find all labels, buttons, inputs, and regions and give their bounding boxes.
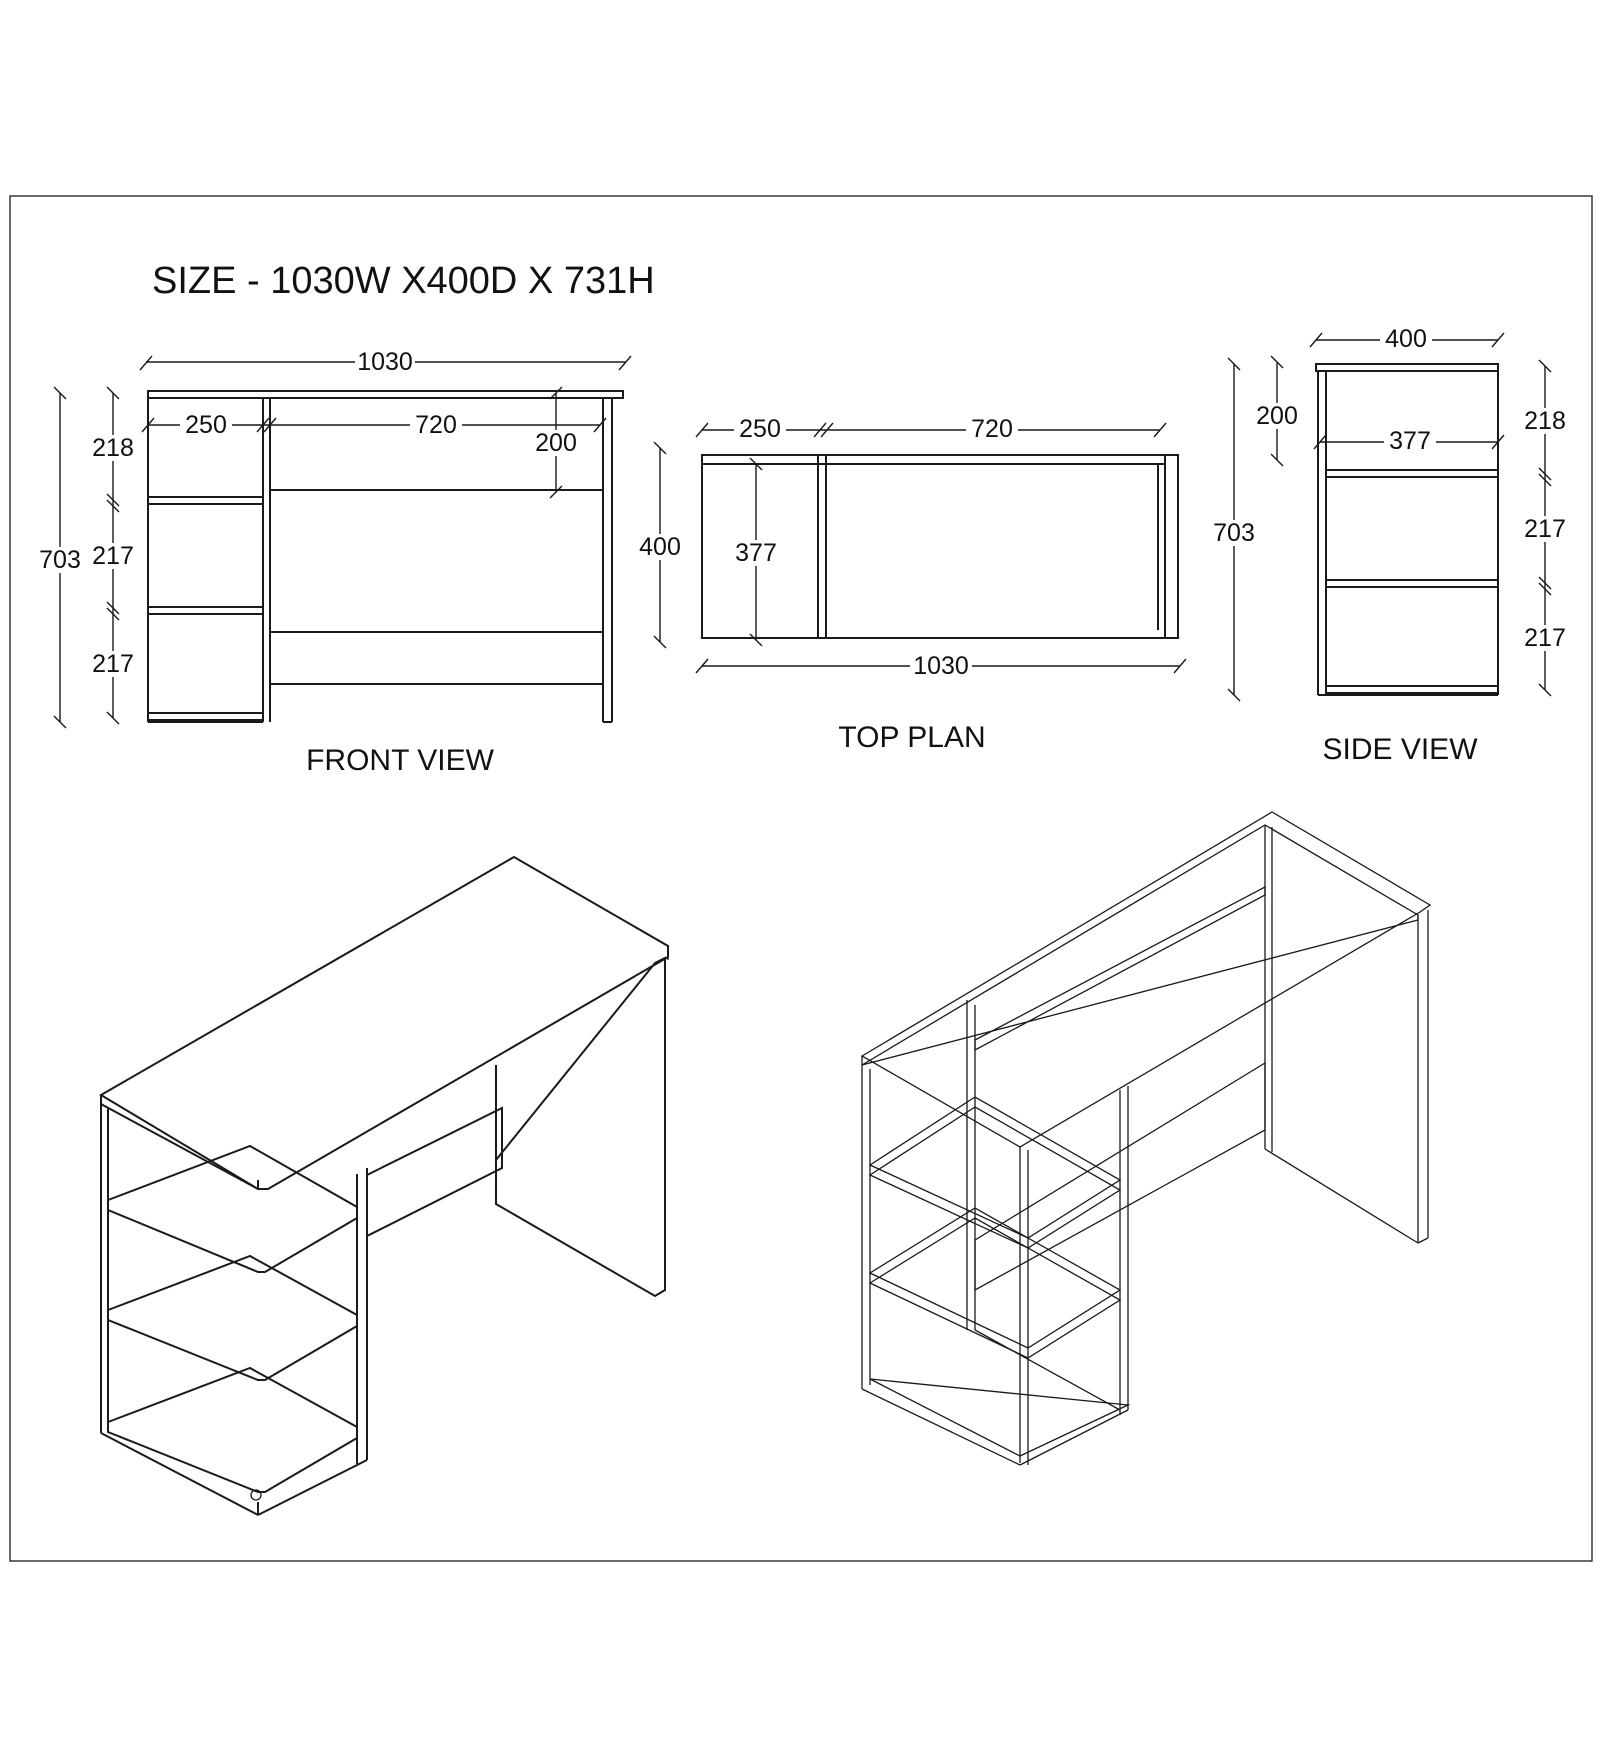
front-desktop — [147, 390, 624, 399]
side-shelf3-dim: 217 — [1524, 624, 1566, 652]
isometric-solid-view — [99, 855, 669, 1516]
top-plan-label: TOP PLAN — [838, 721, 985, 754]
side-depth-dim: 400 — [1385, 325, 1427, 353]
side-shelf2-dim: 217 — [1524, 515, 1566, 543]
top-inner-depth-dim: 377 — [735, 539, 777, 567]
front-height-dim: 703 — [39, 546, 81, 574]
isometric-wireframe-view — [860, 811, 1432, 1466]
iso-desktop — [99, 855, 669, 1190]
top-width-dim: 1030 — [913, 652, 969, 680]
top-plan: 250 720 400 377 1030 TOP PLAN — [634, 415, 1187, 754]
side-view: 400 200 377 703 218 217 217 SIDE VIEW — [1208, 325, 1572, 766]
side-apron-dim: 200 — [1256, 402, 1298, 430]
front-view: 1030 250 720 200 218 217 217 — [34, 348, 632, 777]
front-width-dim: 1030 — [357, 348, 413, 376]
side-shelf1-dim: 218 — [1524, 407, 1566, 435]
side-inner-depth-dim: 377 — [1389, 427, 1431, 455]
top-desktop-outline — [701, 454, 1179, 639]
size-title: SIZE - 1030W X400D X 731H — [152, 260, 655, 302]
front-opening-width-dim: 720 — [415, 411, 457, 439]
top-opening-width-dim: 720 — [971, 415, 1013, 443]
front-shelf2-dim: 217 — [92, 542, 134, 570]
front-shelf1-dim: 218 — [92, 434, 134, 462]
top-depth-dim: 400 — [639, 533, 681, 561]
front-shelf-width-dim: 250 — [185, 411, 227, 439]
sheet-border — [9, 195, 1593, 1562]
side-view-label: SIDE VIEW — [1322, 733, 1478, 766]
front-apron-dim: 200 — [535, 429, 577, 457]
front-view-label: FRONT VIEW — [306, 744, 494, 777]
side-desktop — [1315, 363, 1499, 372]
side-height-dim: 703 — [1213, 519, 1255, 547]
front-shelf3-dim: 217 — [92, 650, 134, 678]
top-shelf-width-dim: 250 — [739, 415, 781, 443]
